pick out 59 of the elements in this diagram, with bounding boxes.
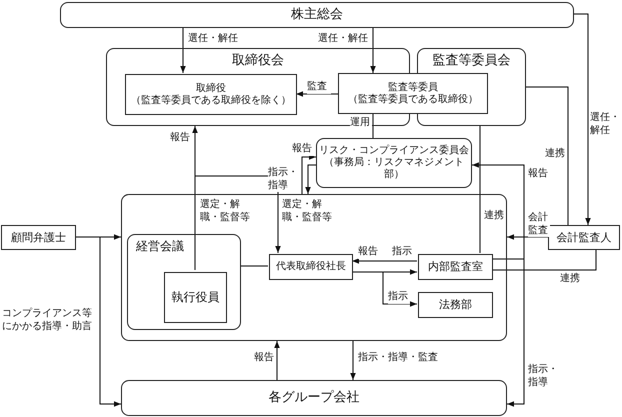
- edge-label: 選任・解任: [318, 33, 370, 46]
- edge-label: 報告: [292, 143, 314, 156]
- arrow: [274, 340, 280, 380]
- process-box: [60, 2, 574, 28]
- group-heading: 経営会議: [136, 239, 184, 254]
- arrow: [472, 162, 524, 260]
- node-text: （事務局：リスクマネジメント部）: [323, 157, 465, 181]
- edge-label: 会計監査: [528, 212, 550, 237]
- process-box: [316, 138, 472, 188]
- edge-label: 報告: [170, 132, 192, 144]
- node-text: 顧問弁護士: [10, 230, 67, 244]
- process-box: [121, 380, 507, 416]
- arrow: [192, 126, 198, 270]
- edge-label: 連携: [484, 210, 506, 222]
- node-text: （監査等委員である取締役を除く）: [130, 94, 292, 106]
- arrow: [180, 28, 186, 74]
- node-text: 各グループ会社: [268, 390, 360, 406]
- edge-label: 連携: [560, 273, 582, 286]
- edge-label: 連携: [545, 148, 567, 160]
- edge-label: 報告: [254, 352, 276, 364]
- arrow: [305, 164, 316, 194]
- process-box: [338, 73, 488, 114]
- node-text: 株主総会: [290, 7, 344, 23]
- group-heading: 監査等委員会: [432, 53, 512, 69]
- arrow: [296, 91, 338, 97]
- arrow: [350, 340, 356, 380]
- node-text: 取締役: [195, 82, 227, 94]
- edge-label: 報告: [528, 168, 550, 180]
- process-box: [125, 74, 297, 115]
- edge-label: 報告: [358, 246, 380, 258]
- edge-label: 選定・解職・監督等: [282, 199, 332, 224]
- arrow: [370, 28, 376, 74]
- arrow: [574, 14, 591, 226]
- arrow: [302, 154, 316, 194]
- process-box: [548, 225, 620, 250]
- edge-label: 指示: [392, 246, 414, 258]
- edge-label: 指示: [388, 291, 410, 304]
- arrow: [492, 258, 524, 407]
- process-box: [418, 292, 493, 318]
- node-text: リスク・コンプライアンス委員会: [318, 145, 470, 156]
- arrow: [352, 272, 418, 307]
- node-text: 内部監査室: [427, 260, 484, 274]
- process-box: [418, 254, 493, 280]
- node-text: （監査等委員である取締役）: [347, 94, 479, 106]
- node-text: 代表取締役社長: [275, 261, 347, 273]
- process-box: [1, 225, 76, 250]
- node-text: 監査等委員: [387, 82, 439, 94]
- annotation-text: 選定・解職・監督等: [200, 199, 250, 224]
- arrow: [194, 126, 281, 254]
- group-box: [127, 234, 241, 330]
- arrow: [352, 258, 418, 264]
- process-box: [164, 272, 227, 323]
- edge-label: 運用: [350, 117, 372, 130]
- node-text: 執行役員: [170, 290, 220, 305]
- group-heading: 取締役会: [231, 53, 285, 69]
- process-box: [269, 254, 353, 280]
- arrow: [76, 236, 122, 407]
- node-text: 会計監査人: [556, 230, 612, 244]
- node-text: 法務部: [438, 298, 473, 312]
